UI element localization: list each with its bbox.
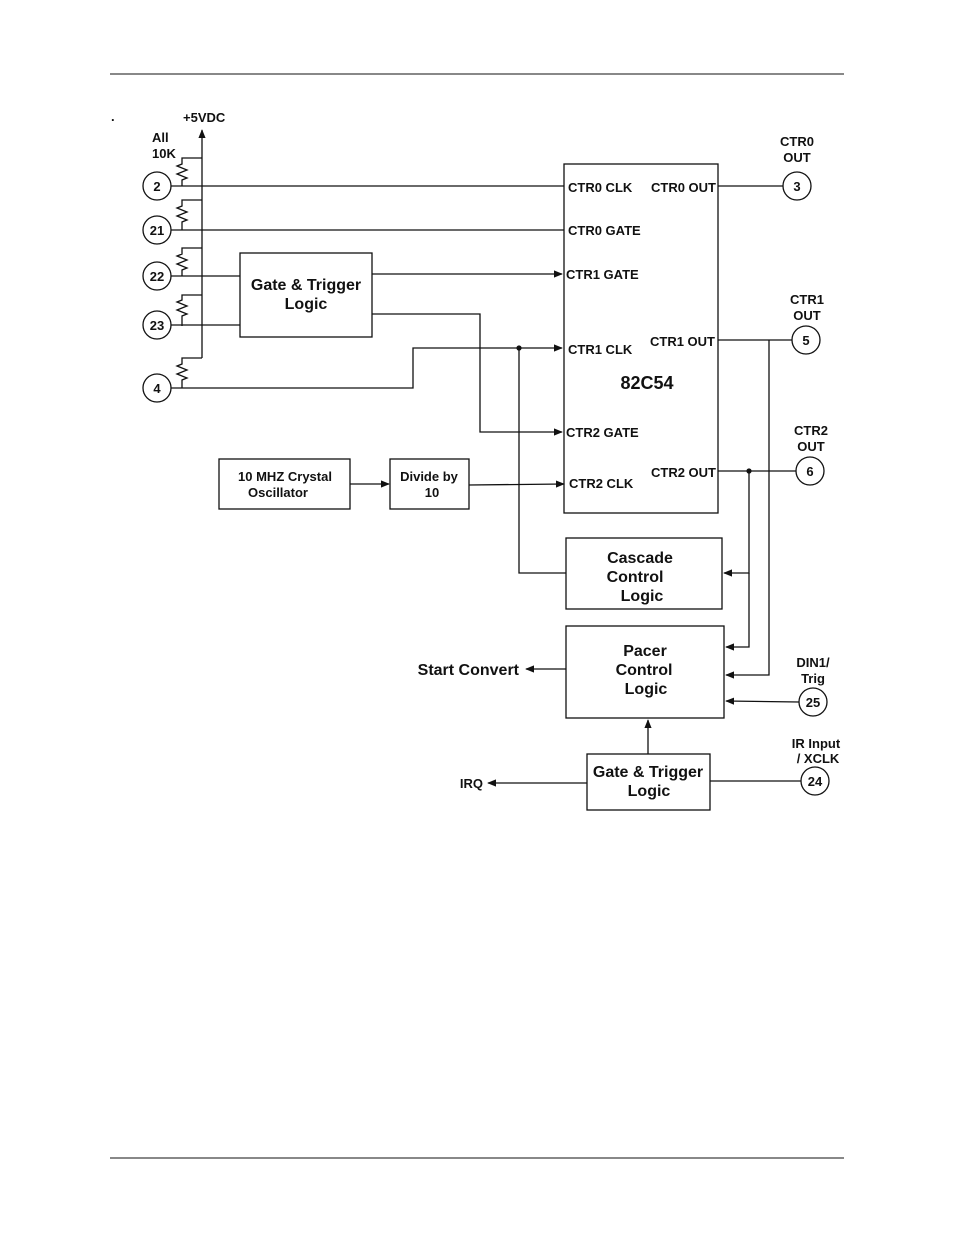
cascade-control-logic: Cascade Control Logic [565,537,723,610]
ctr2-out-title-2: OUT [797,439,825,454]
pin-2: 2 [142,171,172,201]
chip-82c54: 82C54 CTR0 CLK CTR0 OUT CTR0 GATE CTR1 G… [563,163,719,514]
ctr1-gate-label: CTR1 GATE [566,267,639,282]
wire-gate-logic-ctr2-gate [372,313,563,436]
gate-trigger-logic-bottom: Gate & Trigger Logic [586,753,711,811]
ir-title-2: / XCLK [797,751,840,766]
start-convert-label: Start Convert [418,662,520,679]
ctr0-out-title-2: OUT [783,150,811,165]
pacer-control-logic: Pacer Control Logic [565,625,725,719]
svg-text:Cascade: Cascade [607,550,673,567]
ctr2-gate-label: CTR2 GATE [566,425,639,440]
ctr2-out-title-1: CTR2 [794,423,828,438]
ctr0-out-label: CTR0 OUT [651,180,716,195]
svg-text:Control: Control [616,662,673,679]
svg-text:22: 22 [150,269,164,284]
svg-text:Logic: Logic [285,296,328,313]
ctr0-clk-label: CTR0 CLK [568,180,633,195]
wire-ctr1-clk-cascade [518,348,566,574]
pin-22: 22 [142,261,172,291]
svg-text:24: 24 [808,774,823,789]
pullup-resistors [175,157,202,388]
svg-text:Oscillator: Oscillator [248,485,308,500]
crystal-oscillator: 10 MHZ Crystal Oscillator [218,458,351,510]
ctr1-out-title-2: OUT [793,308,821,323]
ctr0-gate-label: CTR0 GATE [568,223,641,238]
pin-21: 21 [142,215,172,245]
svg-text:25: 25 [806,695,820,710]
pin-3: 3 [782,171,812,201]
ctr2-clk-label: CTR2 CLK [569,476,634,491]
divide-by-10: Divide by 10 [389,458,470,510]
wire-pin25-pacer [725,697,800,705]
pin-24: 24 [800,766,830,796]
supply-label: +5VDC [183,110,226,125]
svg-text:2: 2 [153,179,160,194]
pin-25: 25 [798,687,828,717]
resistor-note-line2: 10K [152,146,176,161]
ctr1-out-label: CTR1 OUT [650,334,715,349]
svg-text:5: 5 [802,333,809,348]
wire-pin4-ctr1-clk [171,344,563,389]
pin-4: 4 [142,373,172,403]
svg-text:10: 10 [425,485,439,500]
pin-23: 23 [142,310,172,340]
ctr2-out-label: CTR2 OUT [651,465,716,480]
din1-title-1: DIN1/ [796,655,830,670]
svg-text:3: 3 [793,179,800,194]
svg-text:23: 23 [150,318,164,333]
ctr1-out-title-1: CTR1 [790,292,824,307]
svg-text:Pacer: Pacer [623,643,667,660]
ctr1-clk-label: CTR1 CLK [568,342,633,357]
ir-title-1: IR Input [792,736,841,751]
svg-text:6: 6 [806,464,813,479]
svg-text:Logic: Logic [625,681,668,698]
svg-text:10 MHZ Crystal: 10 MHZ Crystal [238,469,332,484]
svg-text:Logic: Logic [621,588,664,605]
dot-mark: . [111,109,115,124]
pin-5: 5 [791,325,821,355]
svg-text:Control: Control [607,569,664,586]
wire-ctr1-out-pacer [725,340,770,679]
svg-text:Divide by: Divide by [400,469,459,484]
svg-text:21: 21 [150,223,164,238]
chip-name: 82C54 [620,373,673,393]
irq-label: IRQ [460,776,483,791]
resistor-note-line1: All [152,130,169,145]
gate-trigger-logic-top: Gate & Trigger Logic [239,252,373,338]
wire-divider-ctr2-clk [468,480,565,488]
pin-6: 6 [795,456,825,486]
svg-text:Logic: Logic [628,783,671,800]
din1-title-2: Trig [801,671,825,686]
svg-text:4: 4 [153,381,161,396]
ctr0-out-title-1: CTR0 [780,134,814,149]
wire-ctr2-out-cascade [723,471,750,577]
svg-text:Gate & Trigger: Gate & Trigger [593,764,703,781]
svg-text:Gate & Trigger: Gate & Trigger [251,277,361,294]
wire-ctr2-out-pacer [725,573,750,651]
